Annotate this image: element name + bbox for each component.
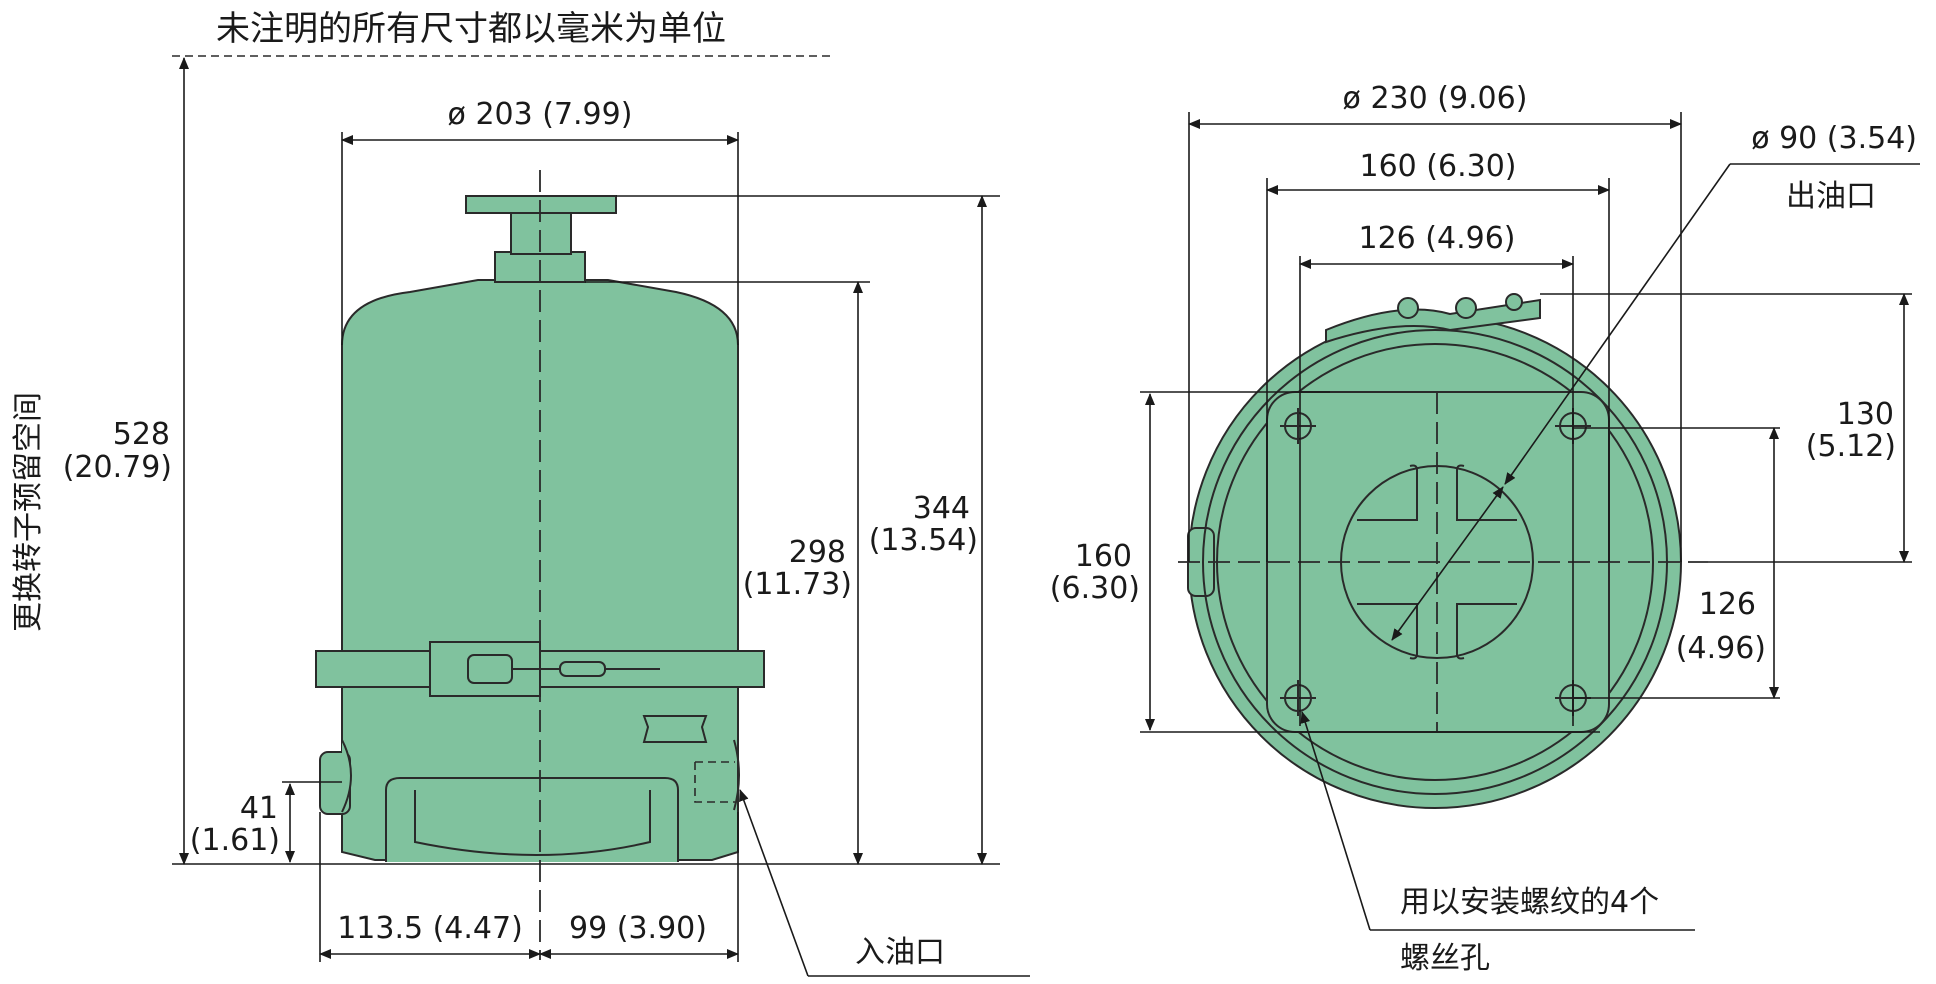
holes-leader [1300, 711, 1371, 931]
clamp-knob-3 [1505, 293, 1523, 311]
mounting-hole-tl [1280, 408, 1316, 444]
dim-130-inch: (5.12) [1806, 429, 1896, 464]
dim-160-v-mm: 160 [1075, 539, 1132, 574]
dim-160-v-inch: (6.30) [1050, 571, 1140, 606]
base-recess-inner [414, 790, 651, 856]
dim-41-inch: (1.61) [190, 823, 280, 858]
outlet-rib-1 [1357, 464, 1418, 521]
inlet-port-right [733, 739, 740, 811]
clamp-latch [467, 654, 513, 684]
outlet-rib-3 [1357, 603, 1418, 660]
dim-298-mm: 298 [789, 535, 846, 570]
cover-stem [510, 209, 572, 255]
dim-528-inch: (20.79) [63, 450, 172, 485]
inlet-passage-hidden [694, 761, 735, 803]
dim-160-h-label: 160 (6.30) [1359, 149, 1516, 184]
cover-handle [465, 195, 617, 214]
clearance-label: 更换转子预留空间 [11, 392, 46, 632]
dim-41-mm: 41 [240, 791, 278, 826]
inlet-leader [739, 789, 809, 977]
side-view: 528 (20.79) 更换转子预留空间 ø 203 (7.99) 344 (1… [11, 57, 1030, 977]
dim-126-v-inch: (4.96) [1676, 631, 1766, 666]
dim-130-mm: 130 [1837, 397, 1894, 432]
clamp-knob-1 [1397, 297, 1419, 319]
outlet-rib-4 [1456, 603, 1517, 660]
dim-230-label: ø 230 (9.06) [1343, 81, 1528, 116]
band-clamp-top [1325, 298, 1541, 344]
inlet-label: 入油口 [855, 935, 945, 970]
dim-203-label: ø 203 (7.99) [448, 97, 633, 132]
dim-528-mm: 528 [113, 417, 170, 452]
dim-344-mm: 344 [913, 491, 970, 526]
dim-126-h-label: 126 (4.96) [1358, 221, 1515, 256]
dim-344-inch: (13.54) [869, 523, 978, 558]
top-view: ø 230 (9.06) 160 (6.30) 126 (4.96) ø 90 … [1050, 81, 1920, 976]
clamp-knob-2 [1455, 297, 1477, 319]
outlet-diameter-arrow [1391, 486, 1504, 641]
outlet-diameter-label: ø 90 (3.54) [1751, 121, 1917, 156]
holes-label-line2: 螺丝孔 [1400, 941, 1490, 976]
mounting-hole-bl [1280, 680, 1316, 716]
nameplate [642, 715, 708, 743]
units-note: 未注明的所有尺寸都以毫米为单位 [216, 9, 726, 49]
inlet-boss-flange [341, 739, 352, 813]
dim-298-inch: (11.73) [743, 567, 852, 602]
outlet-leader [1504, 163, 1731, 485]
dim-99-label: 99 (3.90) [569, 911, 707, 946]
outlet-label: 出油口 [1786, 179, 1876, 214]
holes-label-line1: 用以安装螺纹的4个 [1400, 885, 1659, 920]
outlet-rib-2 [1456, 464, 1517, 521]
base-recess [385, 777, 679, 862]
dim-113-label: 113.5 (4.47) [337, 911, 523, 946]
dim-126-v-mm: 126 [1699, 587, 1756, 622]
clamp-pin [559, 661, 606, 677]
